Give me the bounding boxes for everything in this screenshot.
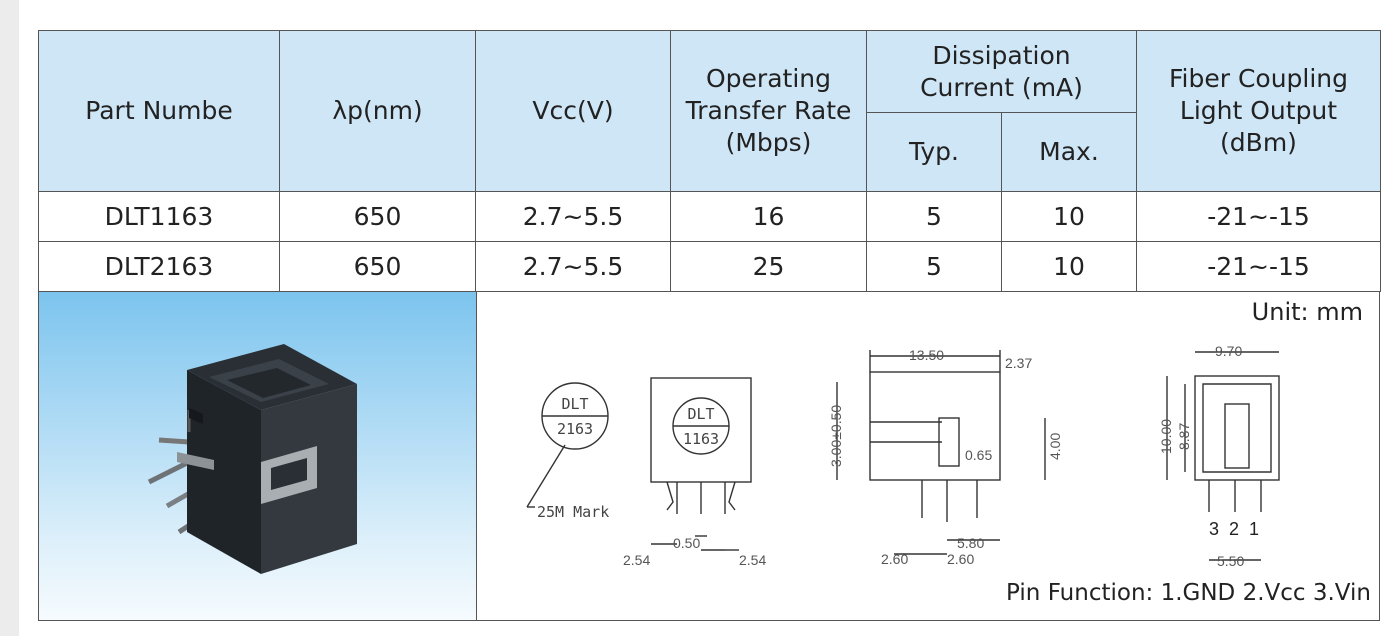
cell-rate: 16	[670, 190, 867, 242]
cell-wavelength: 650	[279, 240, 476, 293]
pin-function: Pin Function: 1.GND 2.Vcc 3.Vin	[1006, 580, 1371, 606]
cell-max: 10	[1001, 240, 1137, 293]
bottom-panel: Unit: mm	[38, 291, 1380, 621]
cell-part: DLT1163	[38, 190, 280, 242]
front-mark-dlt: DLT	[687, 405, 714, 423]
dim-1350: 13.50	[909, 347, 944, 363]
dim-254-right: 2.54	[739, 552, 766, 568]
mark-label: 25M Mark	[537, 503, 609, 521]
table-row: DLT1163 650 2.7~5.5 16 5 10 -21~-15	[38, 190, 1381, 242]
dim-550: 5.50	[1217, 553, 1244, 569]
header-wavelength: λp(nm)	[279, 30, 476, 192]
dim-970: 9.70	[1215, 343, 1242, 359]
cell-part: DLT2163	[38, 240, 280, 293]
dim-254-left: 2.54	[623, 552, 650, 568]
left-margin-bar	[0, 0, 19, 636]
header-fiber-output: Fiber Coupling Light Output (dBm)	[1136, 30, 1381, 192]
table-row: DLT2163 650 2.7~5.5 25 5 10 -21~-15	[38, 240, 1381, 293]
dim-1000: 10.00	[1158, 419, 1174, 454]
dim-887: 8.87	[1176, 423, 1192, 450]
header-transfer-rate: Operating Transfer Rate (Mbps)	[670, 30, 867, 192]
dim-065: 0.65	[965, 447, 992, 463]
dim-400: 4.00	[1047, 433, 1063, 460]
header-part-number: Part Numbe	[38, 30, 280, 192]
spec-table: Part Numbe λp(nm) Vcc(V) Operating Trans…	[38, 29, 1381, 293]
unit-label: Unit: mm	[1251, 298, 1363, 326]
pin-numbers: 3 2 1	[1209, 519, 1259, 539]
cell-output: -21~-15	[1136, 240, 1381, 293]
cell-wavelength: 650	[279, 190, 476, 242]
product-photo	[39, 292, 477, 620]
mark-text-dlt: DLT	[561, 395, 588, 413]
connector-image	[147, 344, 357, 574]
cell-rate: 25	[670, 240, 867, 293]
cell-vcc: 2.7~5.5	[475, 190, 671, 242]
header-max: Max.	[1001, 112, 1137, 192]
front-mark-1163: 1163	[683, 430, 719, 448]
dim-050: 0.50	[673, 535, 700, 551]
cell-output: -21~-15	[1136, 190, 1381, 242]
header-typ: Typ.	[866, 112, 1002, 192]
cell-max: 10	[1001, 190, 1137, 242]
dim-237: 2.37	[1005, 355, 1032, 371]
header-vcc: Vcc(V)	[475, 30, 671, 192]
dim-300: 3.00±0.50	[828, 405, 844, 467]
dim-580: 5.80	[957, 535, 984, 551]
dim-260-left: 2.60	[881, 551, 908, 567]
mark-text-2163: 2163	[557, 420, 593, 438]
header-dissipation-current: Dissipation Current (mA)	[866, 29, 1137, 114]
cell-typ: 5	[866, 190, 1002, 242]
dimension-drawing: Unit: mm	[477, 292, 1379, 620]
cell-vcc: 2.7~5.5	[475, 240, 671, 293]
dim-260-right: 2.60	[947, 551, 974, 567]
technical-drawing: DLT 2163 DLT 1163 25M Mark 0.50 2.54 2.5…	[526, 343, 1280, 569]
cell-typ: 5	[866, 240, 1002, 293]
